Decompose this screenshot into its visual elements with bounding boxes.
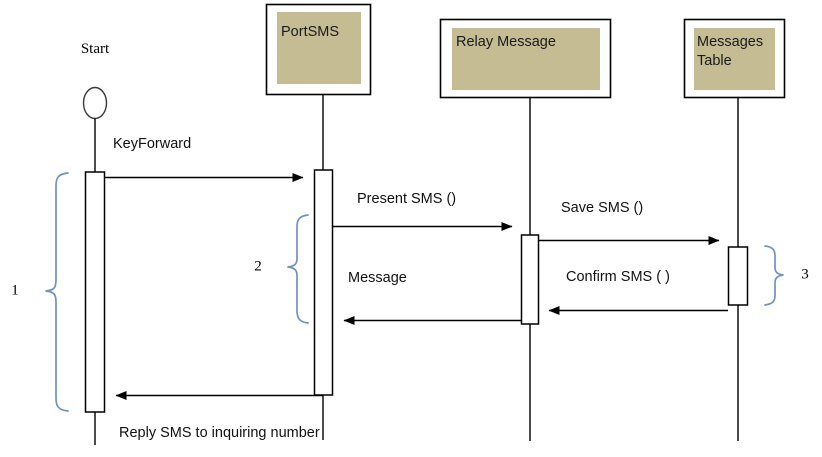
actor-start-label: Start [81, 41, 110, 57]
message-keyforward[interactable]: KeyForward [105, 136, 304, 182]
participant-label-portsms: PortSMS [281, 24, 339, 40]
message-label-reply-sms: Reply SMS to inquiring number [119, 425, 320, 441]
annotation-brace-3: 3 [764, 245, 809, 306]
message-label-keyforward: KeyForward [113, 136, 191, 152]
brace-2-path [287, 214, 309, 324]
brace-3-path [764, 245, 784, 306]
participant-label-messages-table-line2: Table [697, 53, 732, 69]
message-confirm-sms[interactable]: Confirm SMS ( ) [548, 269, 728, 315]
brace-1-number: 1 [11, 282, 19, 298]
message-save-sms[interactable]: Save SMS () [539, 200, 720, 245]
brace-3-number: 3 [801, 266, 809, 282]
participant-label-relay-message: Relay Message [456, 34, 556, 50]
participant-label-messages-table-line1: Messages [697, 34, 763, 50]
participant-relay-message[interactable]: Relay Message [439, 18, 612, 442]
message-reply-sms[interactable]: Reply SMS to inquiring number [115, 391, 323, 441]
message-present-sms[interactable]: Present SMS () [333, 191, 513, 231]
brace-1-path [45, 172, 69, 412]
activation-bar-portsms [313, 169, 334, 396]
actor-head-icon [82, 86, 108, 120]
message-label-save-sms: Save SMS () [561, 200, 643, 216]
message-label-present-sms: Present SMS () [357, 191, 456, 207]
activation-bar-messages-table [727, 246, 749, 306]
participant-box-fill-relay-message [452, 28, 600, 90]
annotation-brace-2: 2 [254, 214, 309, 324]
activation-bar-relay-message [520, 234, 540, 325]
actor-start: Start [81, 41, 110, 445]
brace-2-number: 2 [254, 258, 262, 274]
participant-portsms[interactable]: PortSMS [265, 3, 372, 441]
participant-box-fill-portsms [277, 12, 361, 84]
participant-box-fill-messages-table [694, 28, 775, 90]
activation-bar-start [84, 171, 106, 413]
annotation-brace-1: 1 [11, 172, 69, 412]
message-label-confirm-sms: Confirm SMS ( ) [566, 269, 670, 285]
participant-messages-table[interactable]: Messages Table [683, 18, 786, 442]
message-label-message-return: Message [348, 270, 407, 286]
message-message-return[interactable]: Message [343, 270, 521, 325]
